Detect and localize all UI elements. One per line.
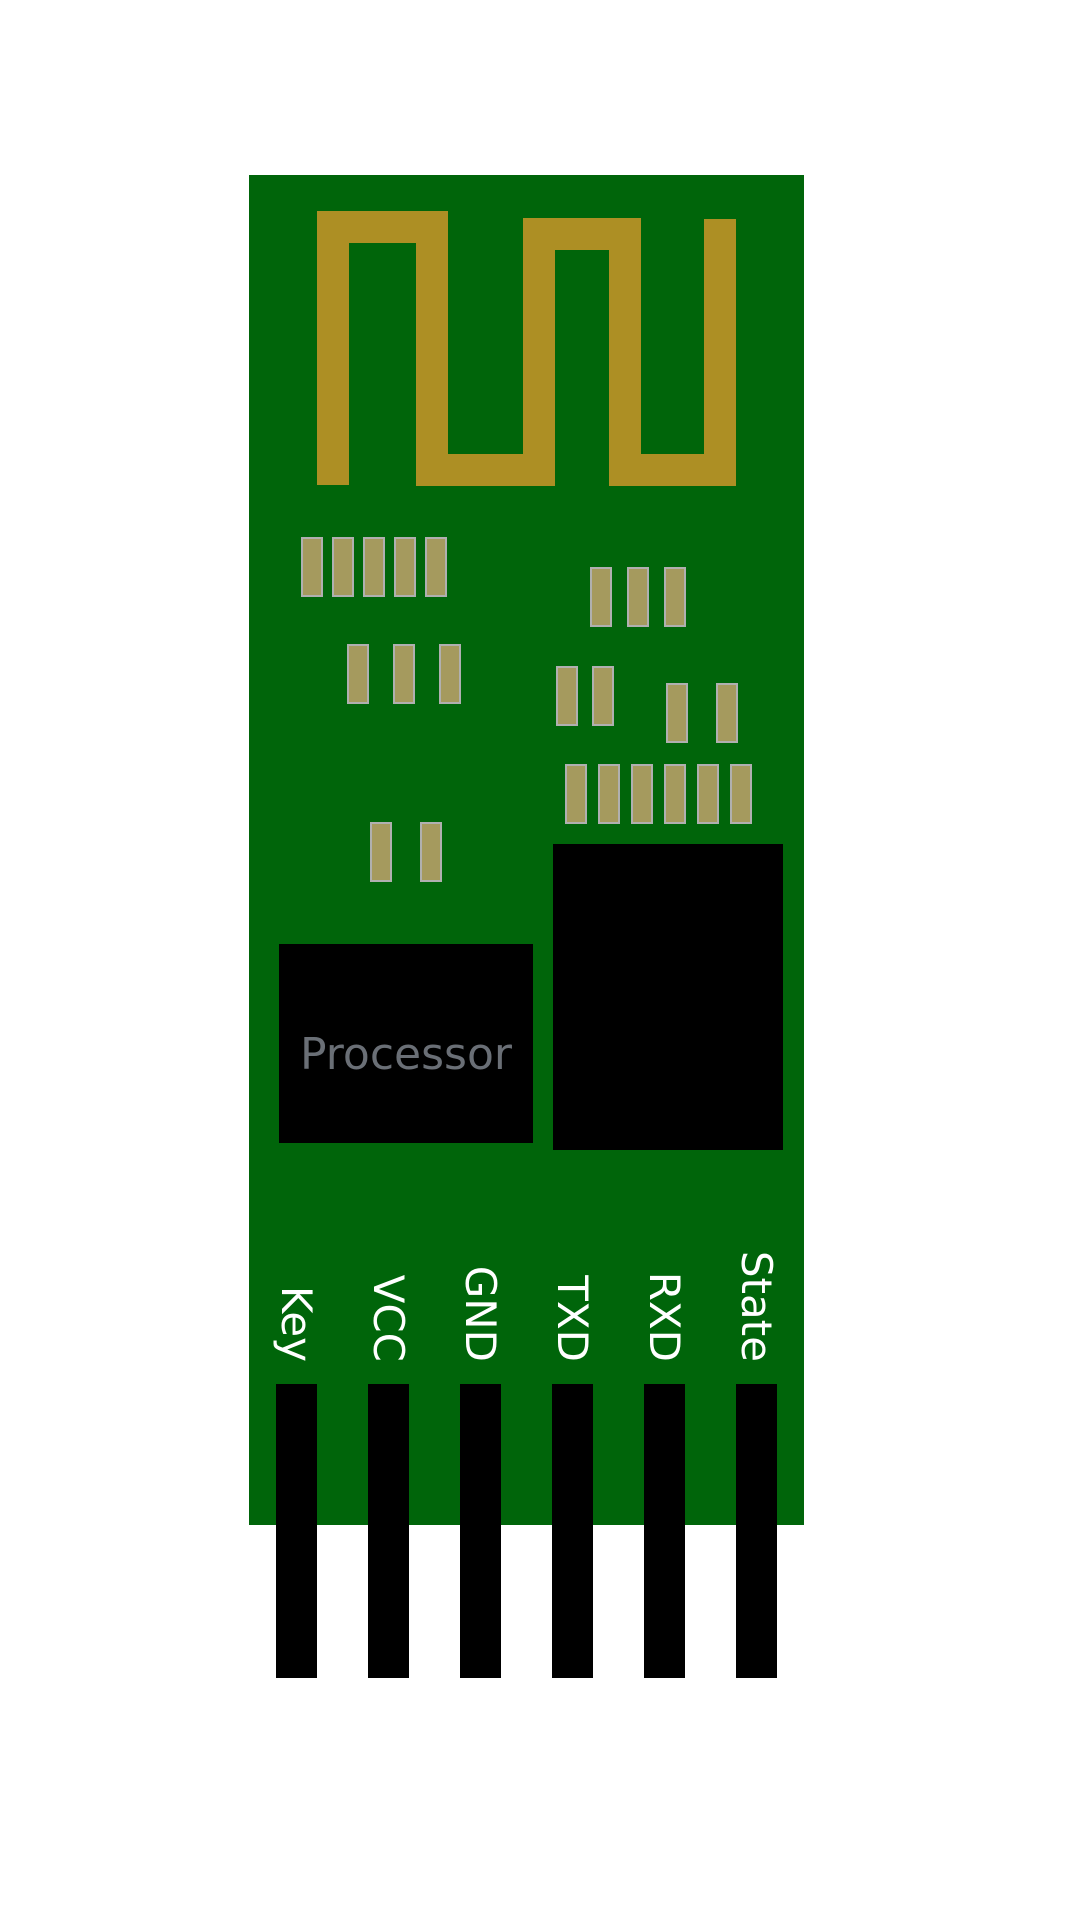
pad [666,683,688,743]
pad [598,764,620,824]
pin-label-vcc: VCC [364,1275,413,1362]
pad [370,822,392,882]
pad [627,567,649,627]
pad [425,537,447,597]
pin-label-key: Key [272,1286,321,1362]
pad [332,537,354,597]
pad [730,764,752,824]
pad [301,537,323,597]
smd-pads [301,537,752,882]
pin-label-txd: TXD [548,1274,597,1362]
pad [697,764,719,824]
pad [590,567,612,627]
pad [592,666,614,726]
pin-label-state: State [732,1251,781,1362]
pad [347,644,369,704]
pin-stub-key [276,1384,317,1678]
pad [363,537,385,597]
pin-stub-vcc [368,1384,409,1678]
pad [556,666,578,726]
header-pin-stubs [276,1384,777,1678]
pad [664,567,686,627]
processor-chip [279,944,533,1143]
pad [664,764,686,824]
pin-stub-gnd [460,1384,501,1678]
pad [420,822,442,882]
pad [716,683,738,743]
pin-label-gnd: GND [456,1266,505,1362]
pad [393,644,415,704]
pin-stub-state [736,1384,777,1678]
pad [565,764,587,824]
pad [439,644,461,704]
pad [394,537,416,597]
pad [631,764,653,824]
processor-label: Processor [300,1029,513,1080]
antenna-trace [317,211,736,486]
secondary-chip [553,844,783,1150]
pin-stub-rxd [644,1384,685,1678]
pin-label-rxd: RXD [640,1272,689,1362]
pin-stub-txd [552,1384,593,1678]
pin-labels: Key VCC GND TXD RXD State [272,1251,781,1362]
